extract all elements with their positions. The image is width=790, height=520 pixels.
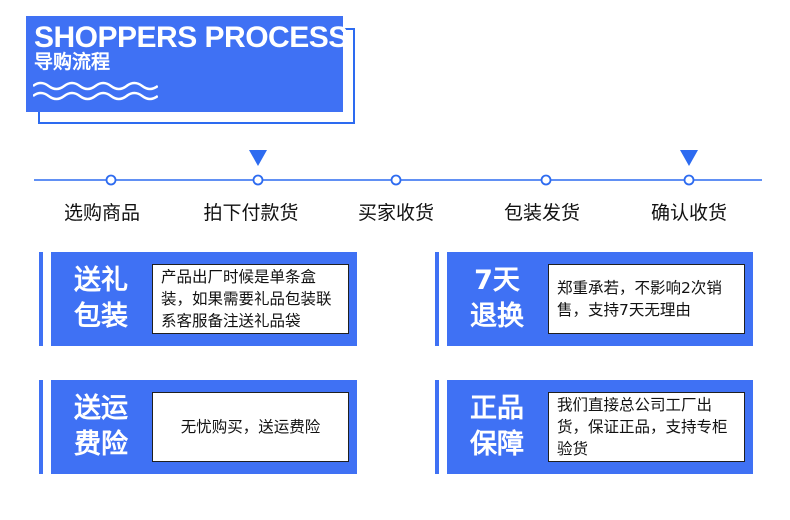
card-text: 郑重承若，不影响2次销售，支持7天无理由: [557, 279, 722, 319]
page-title: SHOPPERS PROCESS: [34, 21, 348, 54]
step-label-2: 拍下付款货: [203, 202, 299, 224]
down-arrow-icon: [680, 150, 698, 166]
service-card-returns: 7天 退换 郑重承若，不影响2次销售，支持7天无理由: [435, 252, 753, 346]
process-timeline: [34, 150, 762, 186]
page-subtitle: 导购流程: [34, 51, 111, 73]
card-title: 7天 退换: [470, 265, 524, 332]
down-arrow-icon: [249, 150, 267, 166]
card-title: 送运 费险: [74, 393, 128, 460]
service-card-gift-wrap: 送礼 包装 产品出厂时候是单条盒装，如果需要礼品包装联系客服备注送礼品袋: [39, 252, 357, 346]
service-card-authentic: 正品 保障 我们直接总公司工厂出货，保证正品，支持专柜验货: [435, 380, 753, 474]
card-title: 送礼 包装: [74, 265, 128, 332]
step-label-4: 包装发货: [503, 202, 581, 224]
timeline-node-5: [680, 150, 698, 186]
wave-decoration-icon: [33, 81, 158, 101]
timeline-node-2: [249, 150, 267, 186]
card-text: 产品出厂时候是单条盒装，如果需要礼品包装联系客服备注送礼品袋: [161, 268, 332, 330]
timeline-node-4: [540, 174, 552, 186]
timeline-node-1: [105, 174, 117, 186]
service-card-shipping-insurance: 送运 费险 无忧购买，送运费险: [39, 380, 357, 474]
step-label-1: 选购商品: [63, 202, 141, 224]
banner-corner-cut: [343, 16, 355, 28]
step-label-5: 确认收货: [650, 202, 728, 224]
card-text: 我们直接总公司工厂出货，保证正品，支持专柜验货: [557, 396, 728, 458]
card-title: 正品 保障: [470, 393, 524, 460]
timeline-node-3: [390, 174, 402, 186]
card-text: 无忧购买，送运费险: [180, 418, 321, 436]
step-label-3: 买家收货: [357, 202, 435, 224]
